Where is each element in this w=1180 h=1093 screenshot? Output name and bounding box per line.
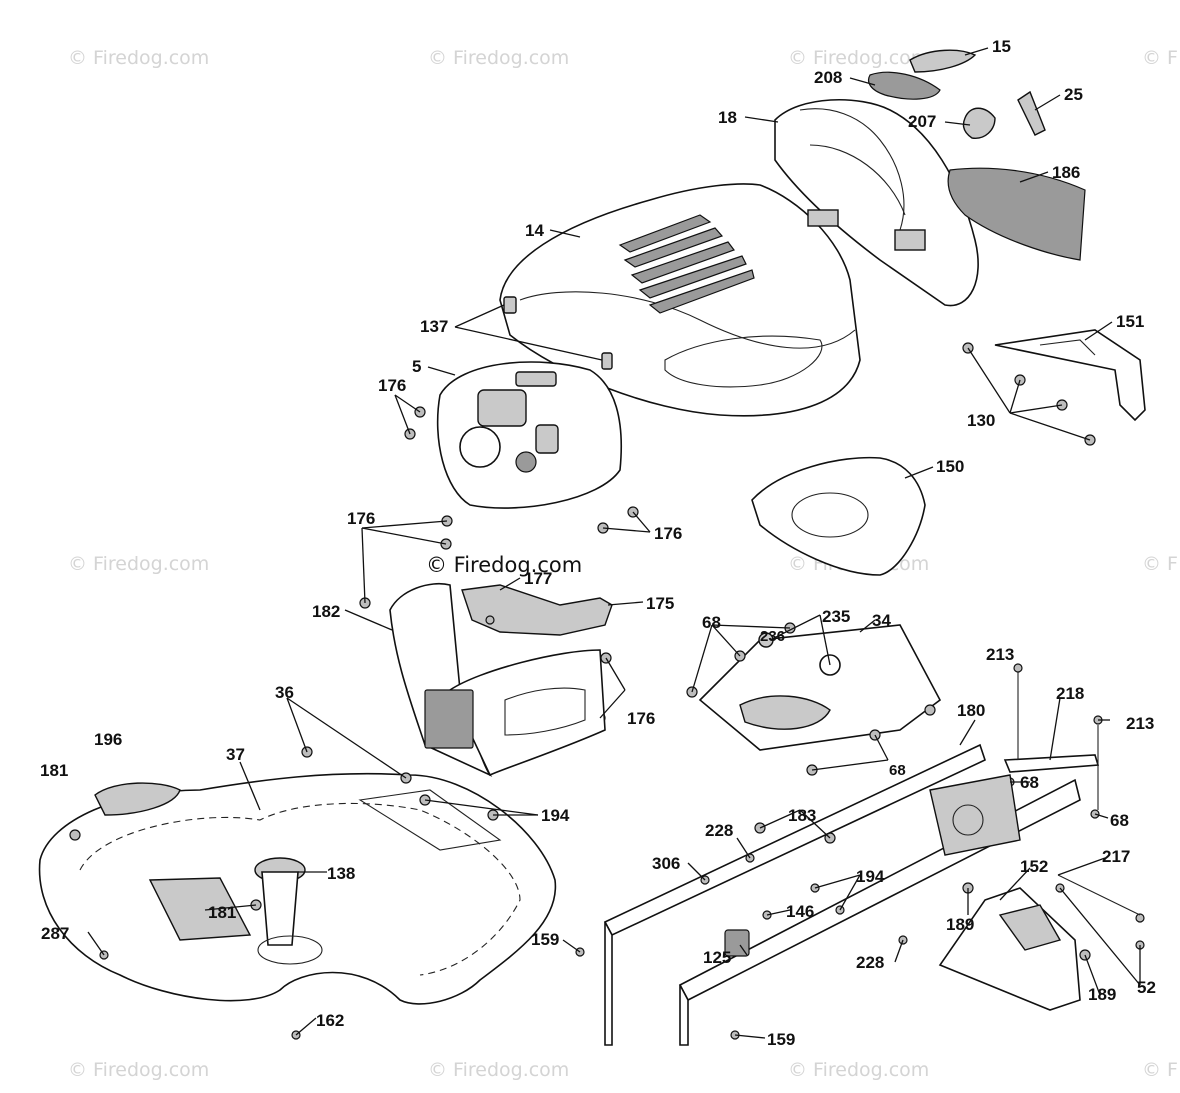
- watermark-10: © Firedog.com: [788, 1059, 929, 1081]
- cover-150-part: [751, 456, 926, 576]
- shield-152-part: [938, 887, 1081, 1011]
- callout-287: 287: [41, 924, 69, 943]
- callout-176-d: 176: [627, 709, 655, 728]
- callout-18: 18: [718, 108, 737, 127]
- callout-189-a: 189: [946, 915, 974, 934]
- callout-125: 125: [703, 948, 731, 967]
- watermarks: © Firedog.com © Firedog.com © Firedog.co…: [68, 47, 1178, 1081]
- console-182-part: [389, 583, 606, 777]
- callout-177: 177: [524, 569, 552, 588]
- callout-180: 180: [957, 701, 985, 720]
- callout-176-c: 176: [347, 509, 375, 528]
- callout-138: 138: [327, 864, 355, 883]
- callout-175: 175: [646, 594, 674, 613]
- callout-37: 37: [226, 745, 245, 764]
- callout-228-b: 228: [856, 953, 884, 972]
- headlight-parts: [867, 49, 1046, 139]
- watermark-5: © Firedog.com: [68, 553, 209, 575]
- callouts: 15 208 25 18 207 186 14 151 137 5 176 13…: [40, 37, 1156, 1049]
- watermark-1: © Firedog.com: [68, 47, 209, 69]
- dash-panel-part: [436, 361, 623, 509]
- callout-194-b: 194: [856, 867, 885, 886]
- callout-162: 162: [316, 1011, 344, 1030]
- callout-236: 236: [760, 628, 785, 645]
- callout-130: 130: [967, 411, 995, 430]
- callout-228-a: 228: [705, 821, 733, 840]
- callout-208: 208: [814, 68, 842, 87]
- callout-146: 146: [786, 902, 814, 921]
- callout-235: 235: [822, 607, 850, 626]
- watermark-2: © Firedog.com: [428, 47, 569, 69]
- grille-housing-part: [774, 98, 979, 307]
- watermark-9: © Firedog.com: [428, 1059, 569, 1081]
- watermark-3: © Firedog.com: [788, 47, 929, 69]
- grille-insert-part: [947, 167, 1086, 261]
- callout-15: 15: [992, 37, 1011, 56]
- callout-150: 150: [936, 457, 964, 476]
- callout-137: 137: [420, 317, 448, 336]
- callout-34: 34: [872, 611, 891, 630]
- callout-182: 182: [312, 602, 340, 621]
- footrest-37-part: [38, 746, 557, 1040]
- frame-180-part: [603, 743, 1081, 1046]
- callout-159-b: 159: [767, 1030, 795, 1049]
- callout-207: 207: [908, 112, 936, 131]
- callout-196: 196: [94, 730, 122, 749]
- callout-25: 25: [1064, 85, 1083, 104]
- callout-68-b: 68: [889, 762, 906, 779]
- bracket-151-part: [962, 329, 1146, 446]
- callout-151: 151: [1116, 312, 1144, 331]
- callout-213-b: 213: [1126, 714, 1154, 733]
- callout-176-a: 176: [378, 376, 406, 395]
- callout-183: 183: [788, 806, 816, 825]
- watermark-11: © F: [1142, 1059, 1178, 1081]
- callout-36: 36: [275, 683, 294, 702]
- callout-68-a: 68: [702, 613, 721, 632]
- callout-194-a: 194: [541, 806, 570, 825]
- watermark-4: © F: [1142, 47, 1178, 69]
- watermark-center: © Firedog.com: [426, 553, 582, 577]
- callout-5: 5: [412, 357, 421, 376]
- callout-52: 52: [1137, 978, 1156, 997]
- bracket-175-part: [461, 584, 613, 636]
- callout-213-a: 213: [986, 645, 1014, 664]
- callout-68-c: 68: [1020, 773, 1039, 792]
- callout-181-a: 181: [40, 761, 68, 780]
- callout-68-d: 68: [1110, 811, 1129, 830]
- leader-lines: [87, 47, 1141, 1039]
- callout-181-b: 181: [208, 903, 236, 922]
- callout-14: 14: [525, 221, 544, 240]
- watermark-7: © F: [1142, 553, 1178, 575]
- callout-152: 152: [1020, 857, 1048, 876]
- callout-218: 218: [1056, 684, 1084, 703]
- callout-306: 306: [652, 854, 680, 873]
- callout-159-a: 159: [531, 930, 559, 949]
- callout-186: 186: [1052, 163, 1080, 182]
- watermark-8: © Firedog.com: [68, 1059, 209, 1081]
- callout-176-b: 176: [654, 524, 682, 543]
- callout-217: 217: [1102, 847, 1130, 866]
- callout-189-b: 189: [1088, 985, 1116, 1004]
